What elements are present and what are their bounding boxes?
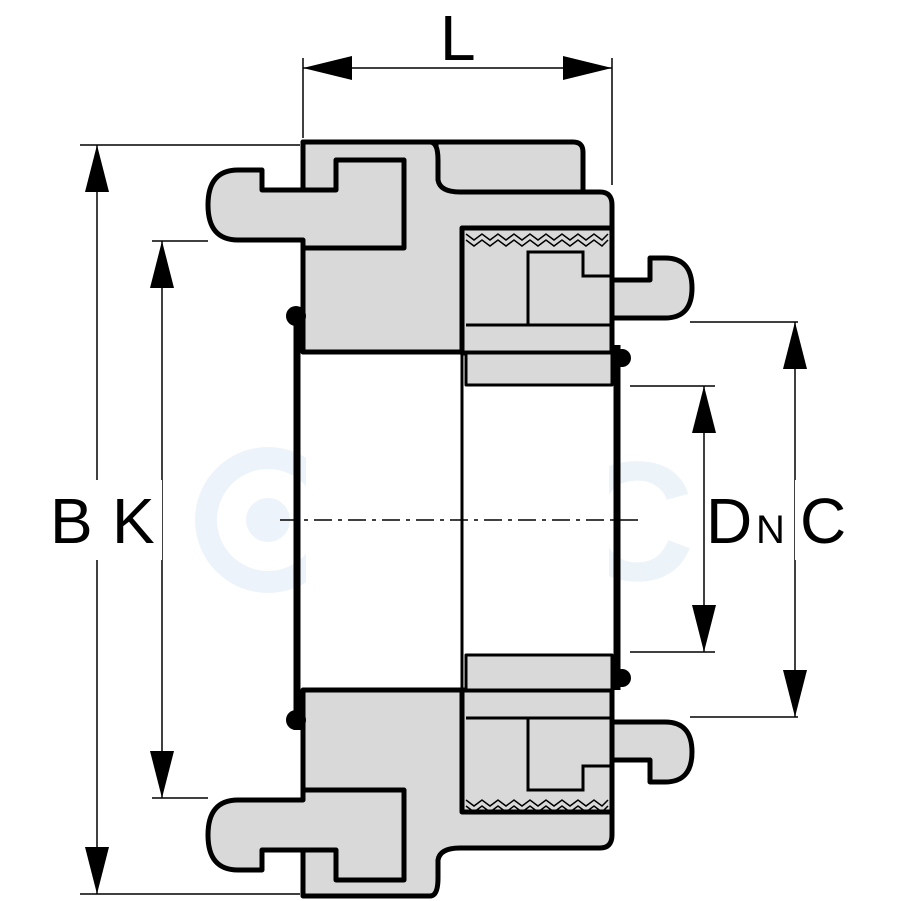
dim-length-arrow-right xyxy=(563,56,612,80)
insert-bottom xyxy=(459,687,615,815)
thread-bottom xyxy=(465,799,609,813)
dim-nominal-arrow-bottom xyxy=(692,605,716,652)
dim-nominal-label-bg xyxy=(705,480,790,560)
dim-bolt-arrow-top xyxy=(150,241,174,288)
dim-outer-diameter: B xyxy=(50,144,300,895)
dim-collar-label: C xyxy=(800,485,846,557)
insert-shoulder-bottom xyxy=(464,653,614,692)
dim-bolt-label-bg xyxy=(112,480,162,560)
dim-outer-label: B xyxy=(50,485,93,557)
lug-right-bottom xyxy=(609,719,695,785)
dim-outer-label-bg xyxy=(50,480,100,560)
dim-nominal-diameter: D N xyxy=(630,385,790,653)
dim-nominal-subscript: N xyxy=(756,508,785,552)
dim-collar-arrow-top xyxy=(783,322,807,369)
dim-collar-diameter: C xyxy=(690,321,850,718)
dim-bolt-label: K xyxy=(112,485,155,557)
dim-collar-arrow-bottom xyxy=(783,670,807,717)
dim-nominal-label: D xyxy=(706,485,752,557)
lug-left-bottom xyxy=(205,787,407,883)
dim-outer-arrow-bottom xyxy=(85,847,109,894)
lug-right-top xyxy=(609,255,695,321)
oring-left-bottom xyxy=(286,710,306,730)
pin-bottom xyxy=(526,718,612,792)
dim-bolt-circle: K xyxy=(112,240,208,799)
dim-length-arrow-left xyxy=(303,56,352,80)
oring-left-top xyxy=(286,306,306,326)
dim-bolt-arrow-bottom xyxy=(150,751,174,798)
oring-right-top xyxy=(613,349,631,367)
dim-length: L xyxy=(302,2,613,185)
insert-shoulder-top xyxy=(464,351,614,387)
lug-left-top xyxy=(205,157,407,251)
watermark-logo-dot xyxy=(246,498,290,542)
insert-top xyxy=(459,225,615,356)
thread-top xyxy=(465,233,609,247)
dim-outer-arrow-top xyxy=(85,145,109,192)
dim-length-label: L xyxy=(440,2,476,74)
pin-top xyxy=(526,250,612,325)
bore-left xyxy=(306,355,458,687)
dim-collar-label-bg xyxy=(795,480,850,560)
dim-nominal-arrow-top xyxy=(692,386,716,433)
oring-right-bottom xyxy=(613,669,631,687)
